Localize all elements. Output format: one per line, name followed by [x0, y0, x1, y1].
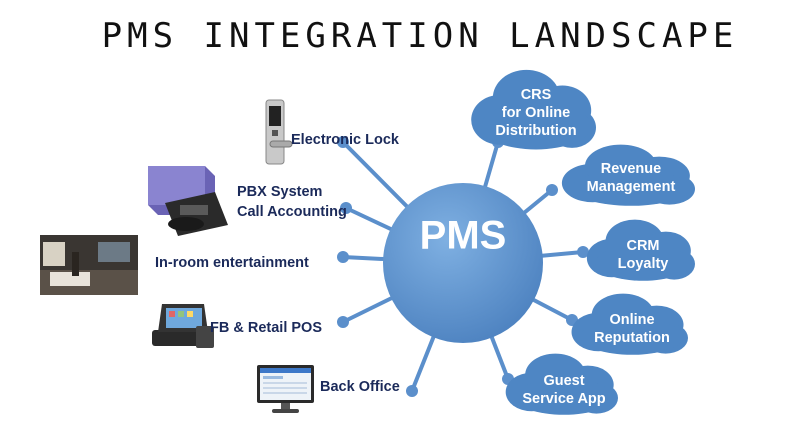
cloud-label-online-reputation: Online Reputation — [594, 312, 670, 346]
connector-dot-back-office — [406, 385, 418, 397]
connector-dot-lock — [337, 136, 349, 148]
cloud-online-reputation — [571, 293, 688, 355]
label-pbx-system: PBX System Call Accounting — [237, 184, 347, 220]
label-back-office: Back Office — [320, 379, 400, 395]
label-fb-retail-pos: FB & Retail POS — [210, 320, 322, 336]
desktop-monitor-icon — [257, 365, 314, 413]
door-lock-icon — [265, 99, 293, 165]
cloud-label-guest-service-app: Guest Service App — [522, 373, 606, 407]
pos-terminal-icon — [152, 304, 214, 348]
cloud-label-crm-loyalty: CRM Loyalty — [617, 238, 669, 272]
cloud-label-revenue-management: Revenue Management — [586, 161, 676, 195]
diagram-title: PMS INTEGRATION LANDSCAPE — [101, 16, 739, 56]
connector-dot-revenue — [546, 184, 558, 196]
label-electronic-lock: Electronic Lock — [291, 132, 399, 148]
hotel-room-photo — [40, 235, 138, 295]
pms-hub-circle — [383, 183, 543, 343]
cloud-revenue-management — [561, 144, 696, 206]
connector-dot-crm — [577, 246, 589, 258]
cloud-crs — [471, 69, 596, 150]
pbx-phone-icon — [148, 166, 228, 236]
cloud-guest-service-app — [505, 353, 619, 415]
cloud-label-crs: CRS for Online Distribution — [495, 87, 577, 139]
cloud-crm-loyalty — [586, 219, 695, 281]
connector-dot-pbx — [340, 202, 352, 214]
connector-dot-entertainment — [337, 251, 349, 263]
pms-hub-label: PMS — [419, 213, 507, 258]
label-in-room-entertainment: In-room entertainment — [155, 255, 309, 271]
connector-dot-pos — [337, 316, 349, 328]
